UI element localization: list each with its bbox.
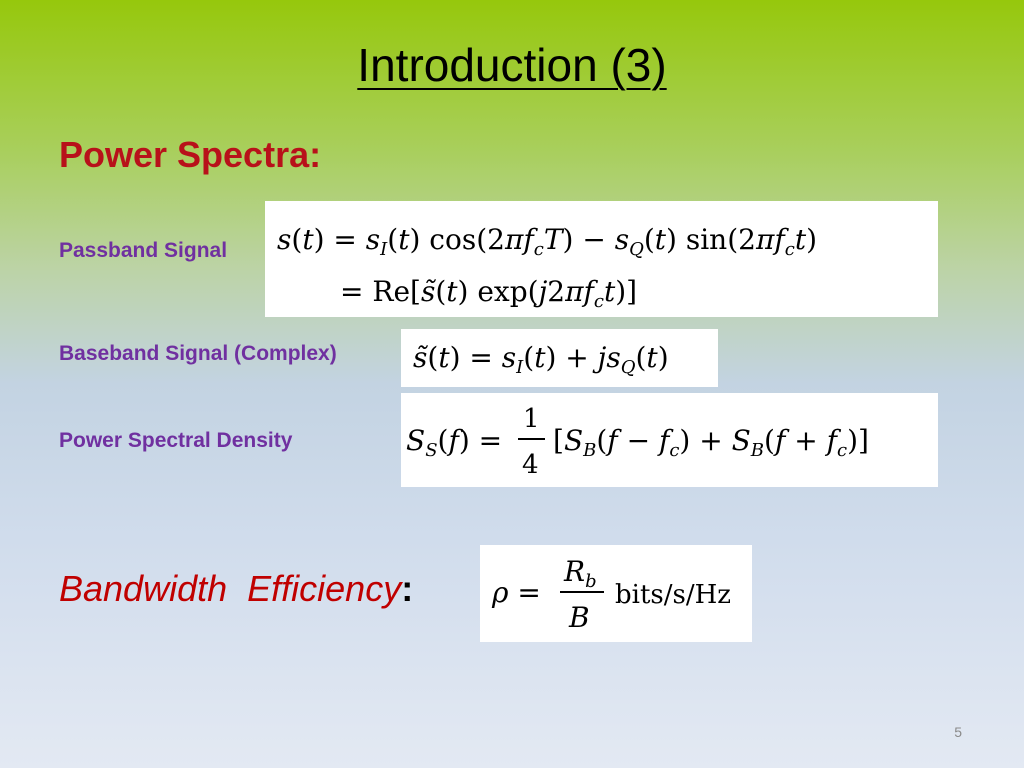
page-number: 5 [954, 724, 962, 740]
svg-text:1: 1 [523, 404, 540, 434]
svg-text:SS(f) =: SS(f) = [406, 424, 502, 461]
svg-text:4: 4 [522, 450, 539, 480]
svg-text:= Re[s̃(t) exp(j2πfct)]: = Re[s̃(t) exp(j2πfct)] [340, 275, 637, 312]
baseband-label: Baseband Signal (Complex) [59, 342, 337, 365]
section-heading: Power Spectra: [59, 134, 322, 175]
bandwidth-colon: : [401, 568, 414, 609]
passband-equation: s(t) = sI(t) cos(2πfcT) − sQ(t) sin(2πfc… [265, 201, 938, 317]
passband-label: Passband Signal [59, 239, 228, 262]
svg-text:ρ =: ρ = [491, 576, 541, 609]
svg-text:s̃(t) = sI(t) + jsQ(t): s̃(t) = sI(t) + jsQ(t) [413, 341, 669, 378]
efficiency-word: Efficiency [247, 568, 402, 609]
psd-label: Power Spectral Density [59, 429, 293, 452]
psd-equation: SS(f) = 1 4 [SB(f − fc) + SB(f + fc)] [401, 393, 938, 487]
svg-text:[SB(f − fc) + SB(f + fc)]: [SB(f − fc) + SB(f + fc)] [553, 424, 869, 461]
svg-text:B: B [568, 601, 590, 634]
svg-text:Rb: Rb [563, 555, 597, 592]
svg-text:bits/s/Hz: bits/s/Hz [615, 580, 731, 610]
baseband-equation: s̃(t) = sI(t) + jsQ(t) [401, 329, 718, 387]
slide-title: Introduction (3) [357, 39, 667, 91]
svg-text:s(t) = sI(t) cos(2πfcT) − sQ(t: s(t) = sI(t) cos(2πfcT) − sQ(t) sin(2πfc… [277, 223, 817, 260]
bandwidth-efficiency-equation: ρ = Rb B bits/s/Hz [480, 545, 752, 642]
bandwidth-efficiency-label: Bandwidth Efficiency: [59, 568, 413, 610]
bandwidth-word: Bandwidth [59, 568, 228, 609]
